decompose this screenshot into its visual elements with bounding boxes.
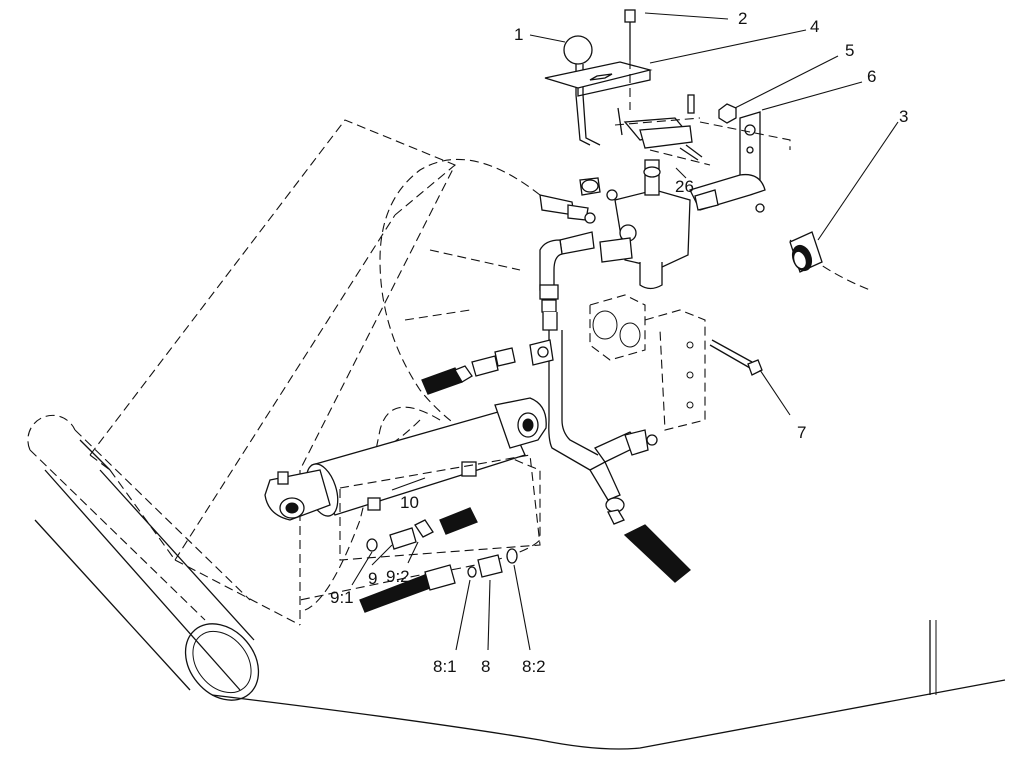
linkage — [614, 94, 711, 166]
hydraulic-cylinder — [264, 397, 547, 561]
callout-9-2: 9:2 — [386, 567, 410, 586]
callout-7: 7 — [797, 423, 806, 442]
callout-2: 2 — [738, 9, 747, 28]
pivot-tube — [27, 414, 260, 701]
control-valve — [579, 159, 691, 290]
hose-fittings — [359, 339, 554, 613]
valve-fittings — [539, 173, 766, 420]
rubber-bushing — [789, 231, 823, 273]
callout-8-1: 8:1 — [433, 657, 457, 676]
control-lever — [544, 9, 653, 146]
callout-3: 3 — [899, 107, 908, 126]
mounting-block — [589, 294, 763, 431]
callout-1: 1 — [514, 25, 523, 44]
callout-8: 8 — [481, 657, 490, 676]
callout-8-2: 8:2 — [522, 657, 546, 676]
callout-4: 4 — [810, 17, 819, 36]
callout-6: 6 — [867, 67, 876, 86]
boom-arm-outline — [89, 119, 521, 626]
part-callouts: 1 2 4 5 6 3 26 7 10 9:1 9 9:2 8:1 8 8:2 — [330, 9, 908, 676]
callout-10: 10 — [400, 493, 419, 512]
callout-26: 26 — [675, 177, 694, 196]
hose-loop-outline — [299, 158, 871, 611]
leader-lines — [351, 12, 899, 651]
lower-pipe — [548, 419, 691, 583]
callout-5: 5 — [845, 41, 854, 60]
callout-9: 9 — [368, 569, 377, 588]
machine-frame — [44, 439, 1006, 750]
callout-9-1: 9:1 — [330, 588, 354, 607]
